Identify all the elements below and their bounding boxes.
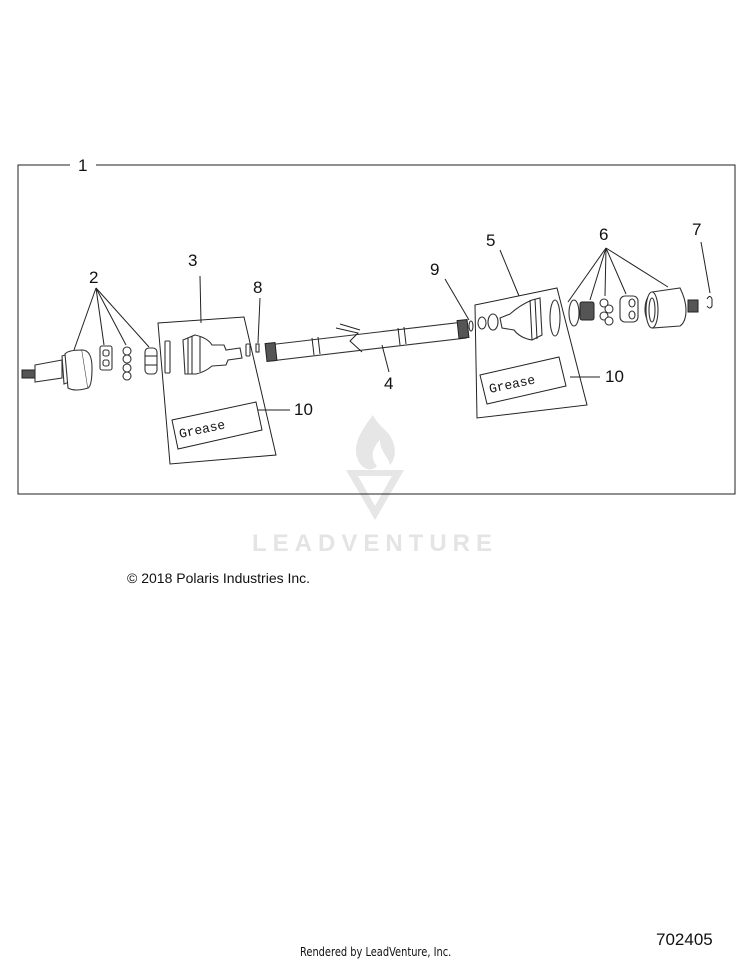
callout-1: 1 xyxy=(78,156,87,175)
callout-7: 7 xyxy=(692,220,701,239)
grease-label-left: Grease xyxy=(178,418,227,442)
document-number: 702405 xyxy=(656,930,713,949)
axle-shaft: 4 xyxy=(264,318,470,393)
callout-5: 5 xyxy=(486,231,495,250)
callout-4: 4 xyxy=(384,374,393,393)
clip-8: 8 xyxy=(253,278,262,353)
grease-label-right: Grease xyxy=(488,373,537,397)
leadventure-watermark: LEADVENTURE xyxy=(252,415,498,557)
assembly-frame: 1 xyxy=(17,156,736,495)
outer-cv-joint-parts: 2 xyxy=(21,268,158,391)
watermark-text: LEADVENTURE xyxy=(252,530,498,557)
callout-10-left: 10 xyxy=(294,400,313,419)
callout-2: 2 xyxy=(89,268,98,287)
callout-3: 3 xyxy=(188,251,197,270)
callout-6: 6 xyxy=(599,225,608,244)
outer-boot-kit-panel: 3 Grease 10 xyxy=(157,251,313,465)
inner-boot-kit-panel: 5 Grease 10 xyxy=(474,231,624,419)
callout-10-right: 10 xyxy=(605,367,624,386)
copyright-notice: © 2018 Polaris Industries Inc. xyxy=(127,570,311,586)
rendered-by-notice: Rendered by LeadVenture, Inc. xyxy=(300,945,452,959)
inner-cv-joint-parts: 6 xyxy=(567,225,699,329)
retaining-ring-7: 7 xyxy=(692,220,713,309)
callout-9: 9 xyxy=(430,260,439,279)
callout-8: 8 xyxy=(253,278,262,297)
circlip-9: 9 xyxy=(430,260,474,332)
